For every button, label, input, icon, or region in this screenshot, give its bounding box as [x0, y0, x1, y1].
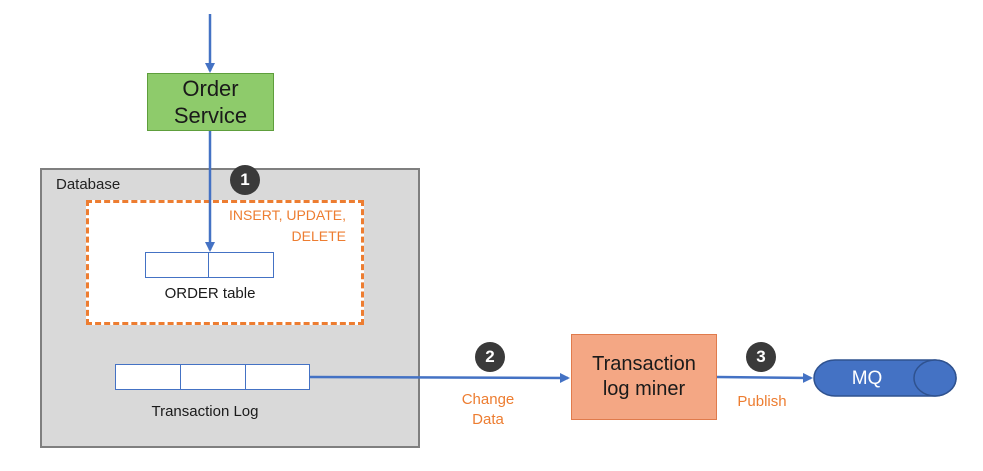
step-badge: 1: [230, 165, 260, 195]
database-label: Database: [56, 176, 121, 193]
transaction-log-label: Transaction Log: [151, 403, 259, 420]
change-data-arrow: [309, 372, 570, 383]
step-badge: 3: [746, 342, 776, 372]
mq-label: MQ: [851, 368, 883, 389]
change-data-label: Change Data: [461, 391, 515, 428]
order-service-label: Order Service: [173, 76, 248, 128]
order-service-node: Order Service: [147, 73, 274, 131]
sql-operations-boundary: [86, 200, 364, 325]
publish-arrow: [716, 372, 813, 383]
step-badge: 2: [475, 342, 505, 372]
transaction-log-miner-node: Transaction log miner: [571, 334, 717, 420]
transaction-log-cell: [245, 364, 310, 390]
order-table-cell: [145, 252, 210, 278]
order-table-cell: [208, 252, 274, 278]
publish-label: Publish: [737, 393, 787, 410]
sql-operations-label: INSERT, UPDATE, DELETE: [229, 207, 346, 244]
transaction-log-miner-label: Transaction log miner: [592, 353, 696, 400]
order-table-label: ORDER table: [164, 285, 256, 302]
mq-queue-icon: [813, 359, 957, 397]
